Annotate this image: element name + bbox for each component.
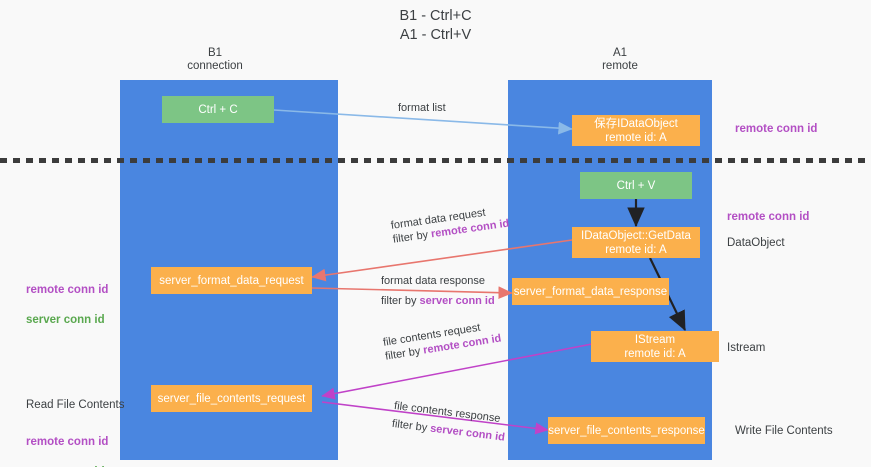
phase-divider [0,158,871,163]
annotation-right-remote-conn-top: remote conn id [735,123,818,135]
lane-header-b1: B1 connection [187,47,243,72]
annotation-right-dataobject: DataObject [727,237,785,249]
edge-file-contents-response [321,401,549,435]
edge-format-data-response [311,286,513,300]
node-ctrl-c[interactable]: Ctrl + C [162,96,274,123]
node-ctrl-v[interactable]: Ctrl + V [580,172,692,199]
node-istream[interactable]: IStream remote id: A [591,331,719,362]
edge-label-format-data-response-line2: filter by server conn id [381,295,495,307]
page-title: B1 - Ctrl+C A1 - Ctrl+V [399,8,472,43]
edge-label-format-data-response-line1: format data response [381,275,485,287]
annotation-right-write-file-contents: Write File Contents [735,425,833,437]
annotation-left-server-conn-id-mid: server conn id [26,314,105,326]
annotation-right-remote-conn-mid: remote conn id [727,211,810,223]
node-server-format-data-request[interactable]: server_format_data_request [151,267,312,294]
edge-format-data-request [311,239,573,282]
node-save-idataobject[interactable]: 保存IDataObject remote id: A [572,115,700,146]
annotation-left-remote-conn-id-mid: remote conn id [26,284,109,296]
edge-label-format-data-response: format data response filter by server co… [381,274,495,308]
node-server-file-contents-response[interactable]: server_file_contents_response [548,417,705,444]
edge-file-contents-request [321,343,593,400]
edge-label-format-list: format list [398,101,446,115]
edge-format-list [273,109,573,135]
lane-header-a1: A1 remote [602,47,638,72]
annotation-left-remote-conn-id-bottom: remote conn id [26,436,109,448]
edge-label-format-list-line1: format list [398,102,446,114]
annotation-left-read-file-contents: Read File Contents remote conn id server… [26,383,124,467]
node-server-file-contents-request[interactable]: server_file_contents_request [151,385,312,412]
annotation-left-conn-ids-mid: remote conn id server conn id [26,268,108,343]
node-idataobject-getdata[interactable]: IDataObject::GetData remote id: A [572,227,700,258]
annotation-left-read-file-contents-title: Read File Contents [26,399,125,411]
node-server-format-data-response[interactable]: server_format_data_response [512,278,669,305]
annotation-right-istream: Istream [727,342,766,354]
